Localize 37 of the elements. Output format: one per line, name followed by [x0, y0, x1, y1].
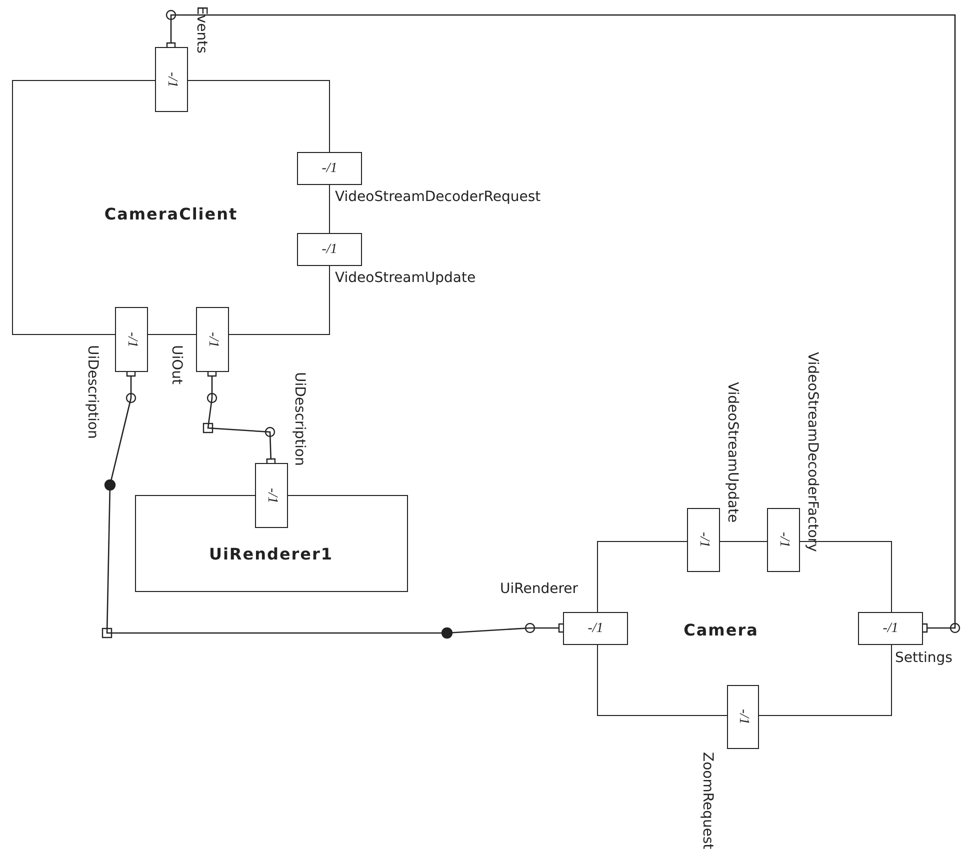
multiplicity-label: -/1: [322, 242, 338, 256]
multiplicity-label: -/1: [696, 532, 710, 548]
port-box: [115, 307, 148, 372]
component-name: Camera: [684, 620, 758, 640]
port-box: [727, 685, 759, 749]
port-box: [196, 307, 229, 372]
port-box: [858, 612, 923, 645]
port-box: [767, 508, 800, 572]
port-label: ZoomRequest: [699, 752, 714, 850]
port-box: [255, 463, 288, 528]
multiplicity-label: -/1: [776, 532, 790, 548]
port-label: VideoStreamUpdate: [724, 382, 740, 523]
port-box: [687, 508, 720, 572]
multiplicity-label: -/1: [736, 709, 750, 725]
connector: [166, 10, 960, 634]
multiplicity-label: -/1: [588, 622, 604, 636]
port-box: [155, 47, 188, 112]
port-label: Settings: [895, 651, 952, 666]
port-label: VideoStreamDecoderRequest: [335, 190, 541, 206]
multiplicity-label: -/1: [322, 162, 338, 176]
port-box: [297, 233, 362, 266]
port-label: Events: [193, 6, 208, 54]
port-label: VideoStreamDecoderFactory: [804, 352, 820, 552]
component-name: UiRenderer1: [208, 544, 334, 564]
multiplicity-label: -/1: [206, 332, 220, 348]
port-label: UiDescription: [291, 372, 306, 466]
port-label: UiDescription: [84, 345, 100, 439]
port-box: [563, 612, 628, 645]
multiplicity-label: -/1: [124, 332, 138, 348]
component-name: CameraClient: [104, 204, 238, 224]
port-label: VideoStreamUpdate: [335, 271, 476, 286]
port-label: UiRenderer: [500, 582, 578, 598]
port-box: [297, 152, 362, 185]
multiplicity-label: -/1: [164, 72, 178, 88]
port-label: UiOut: [168, 345, 184, 385]
multiplicity-label: -/1: [264, 488, 278, 504]
multiplicity-label: -/1: [882, 622, 898, 636]
